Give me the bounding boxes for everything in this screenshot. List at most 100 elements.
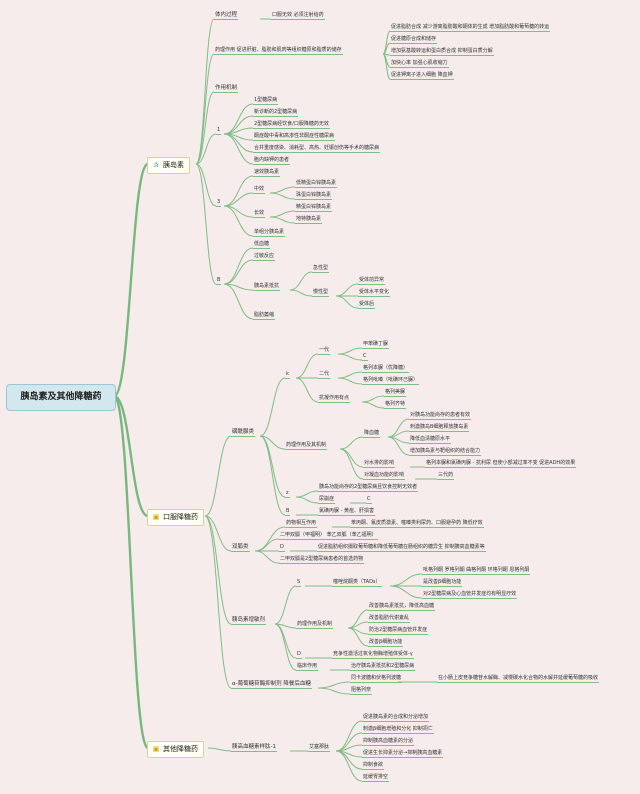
use-item[interactable]: 胞内缺钾的患者 [253,157,291,165]
z-item-value[interactable]: C [366,496,372,504]
node-s-label[interactable]: S [296,579,302,587]
node-mid[interactable]: 中效 [253,186,266,194]
node-sens-mech[interactable]: 药理作用及机制 [296,621,334,629]
gen2-item[interactable]: 格列本脲（优降糖） [362,365,410,373]
chronic-item[interactable]: 受体后 [358,301,376,309]
root-node[interactable]: 胰岛素及其他降糖药 [6,384,116,411]
use-item[interactable]: 合并重度感染、消耗型、高热、妊娠创伤等手术的糖尿病 [253,145,381,153]
big-item[interactable]: 二甲双胍（甲福明） 苯乙双胍（苯乙福明） [279,532,378,540]
pharm-item[interactable]: 加快心率 加强心肌收缩力 [390,60,449,68]
big-item[interactable]: 二甲双胍是2型糖尿病患者的首选药物 [279,556,365,564]
glp-item[interactable]: 延缓胃排空 [362,774,390,782]
long-item[interactable]: 地特胰岛素 [295,216,323,224]
sens-mech-item[interactable]: 改善胰岛素抵抗，降低高血糖 [368,603,436,611]
gen1-item[interactable]: 甲苯磺丁脲 [362,341,390,349]
node-glp-drug[interactable]: 艾塞那肽 [308,744,331,752]
glp-item[interactable]: 抑制胰高血糖素的分泌 [362,738,415,746]
use-item[interactable]: 2型糖尿病经饮食/口服降糖药无效 [253,121,330,129]
sens-mech-item[interactable]: 防治2型糖尿病血管并发症 [368,627,429,635]
coag-value[interactable]: 三代药 [437,472,455,480]
glp-item[interactable]: 促进生长抑素分泌→抑制胰高血糖素 [362,750,444,758]
agi-item[interactable]: 同卡波糖和伏格列波糖 [350,675,403,683]
node-sulfonyl[interactable]: 磺酰脲类 [231,429,256,437]
node-coag[interactable]: 对凝血功能的影响 [363,472,406,480]
node-hypoglyc[interactable]: 降血糖 [363,430,381,438]
pharm-item[interactable]: 增加氨基酸转运和蛋白质合成 抑制蛋白质分解 [390,48,494,56]
z-item[interactable]: 胰岛功能尚存的2型糖尿病且饮食控制无效者 [318,484,419,492]
agi-item[interactable]: 阻格列奈 [350,687,373,695]
node-mech[interactable]: 药理作用及其机制 [285,442,328,450]
node-type-label[interactable]: 3 [216,199,222,207]
node-long[interactable]: 长效 [253,210,266,218]
node-lipo[interactable]: 脂肪萎缩 [253,312,276,320]
node-gen2[interactable]: 二代 [318,371,331,379]
node-z-label[interactable]: z [285,490,290,498]
node-acute[interactable]: 急性型 [312,265,330,273]
node-sens-d[interactable]: D [296,651,302,659]
use-item[interactable]: 新诊断的2型糖尿病 [253,109,299,117]
big-mech-value[interactable]: 苯丙酮、氟皮质激素、噻嗪类利尿药、口服避孕药 降低疗效 [350,520,484,528]
node-fast[interactable]: 速效胰岛素 [253,169,281,177]
mid-item[interactable]: 珠蛋白锌胰岛素 [295,192,333,200]
node-oral-invalid[interactable]: 口服无效 必须注射给药 [271,12,325,20]
hypo-item[interactable]: 增加胰岛素与靶组织的结合能力 [409,448,482,456]
node-k-label[interactable]: k [285,371,290,379]
category-insulin[interactable]: ✰胰岛素 [147,157,190,174]
pharm-item[interactable]: 促进糖原合成和储存 [390,36,438,44]
agi-detail[interactable]: 在小肠上皮竞争糖苷水解酶、减慢碳水化合物的水解并延缓葡萄糖的吸收 [437,675,600,683]
diuresis-detail[interactable]: 格列本脲和氯磺丙脲 - 抗利尿 但使小部减过率不变 促进ADH的效果 [425,460,577,468]
node-clinic[interactable]: 临床作用 [296,663,319,671]
sens-d-item[interactable]: 竞争性激活过氧化物酶增殖体受体-γ [332,651,414,659]
z-item[interactable]: 尿崩症 [318,496,336,504]
node-diuresis[interactable]: 对水排的影响 [363,460,396,468]
category-other[interactable]: ▣其他降糖药 [147,741,204,758]
long-item[interactable]: 精蛋白锌胰岛素 [295,204,333,212]
sens-mech-item[interactable]: 改善脂肪代谢紊乱 [368,615,411,623]
node-chronic[interactable]: 慢性型 [312,289,330,297]
node-sensitizer[interactable]: 胰岛素增敏剂 [231,617,267,625]
gen1-item[interactable]: C [362,353,368,361]
node-premix[interactable]: 单组分胰岛素 [253,229,286,237]
node-use-label[interactable]: 1 [216,127,222,135]
glp-item[interactable]: 抑制食欲 [362,762,385,770]
node-allergy[interactable]: 过敏反应 [253,253,276,261]
chronic-item[interactable]: 受体水平变化 [358,289,391,297]
node-pharm[interactable]: 药理作用 促进肝脏、脂肪和肌肉等组织糖原和脂质的储存 [214,47,343,55]
big-d-value[interactable]: 促进脂肪组织摄取葡萄糖和降低葡萄糖在肠组织的糖异生 抑制胰高血糖素等 [317,544,486,552]
hypo-item[interactable]: 刺激胰岛B细胞释放胰岛素 [409,424,470,432]
node-feature[interactable]: 抗凝作用有点 [318,395,351,403]
glp-item[interactable]: 刺激β细胞增殖和分化 抑制凋亡 [362,726,434,734]
glp-item[interactable]: 促进胰岛素的合成和分泌增加 [362,714,430,722]
sens-mech-item[interactable]: 改善β细胞功能 [368,639,404,647]
node-b-label[interactable]: B [285,508,291,516]
pharm-item[interactable]: 促进钾离子进入细胞 降血钾 [390,72,454,80]
node-in-vivo[interactable]: 体内过程 [214,12,239,20]
node-agi[interactable]: α-葡萄糖苷酶抑制剂 降餐后血糖 [231,681,312,689]
clinic-value[interactable]: 治疗胰岛素抵抗和2型糖尿病 [350,663,416,671]
node-gen1[interactable]: 一代 [318,347,331,355]
tzd-item[interactable]: 对2型糖尿病及心血管并发症均有明显疗效 [422,591,518,599]
tzd-item[interactable]: 吡格列酮 罗格列酮 曲格列酮 环格列酮 恩格列酮 [422,567,531,575]
node-resist[interactable]: 胰岛素抵抗 [253,283,281,291]
mid-item[interactable]: 低精蛋白锌胰岛素 [295,180,338,188]
node-big-mech[interactable]: 药物相互作用 [285,520,318,528]
category-oral[interactable]: ▣口服降糖药 [147,509,204,526]
node-glp[interactable]: 胰高血糖素样肽-1 [231,744,277,752]
pharm-item[interactable]: 促进脂肪合成 减少游离脂肪酸和酮体的生成 增加脂肪酸和葡萄糖的转运 [390,24,551,32]
node-adverse-label[interactable]: B [216,277,222,285]
hypo-item[interactable]: 降低血清糖原水平 [409,436,452,444]
big-item[interactable]: D [279,544,285,552]
hypo-item[interactable]: 对胰岛功能尚存的患者有效 [409,412,472,420]
use-item[interactable]: 1型糖尿病 [253,97,279,105]
node-mechanism[interactable]: 作用机制 [214,85,239,93]
node-hypo[interactable]: 低血糖 [253,241,271,249]
feature-item[interactable]: 格列美脲 [384,389,407,397]
node-tzd[interactable]: 噻唑烷酮类（TADs） [332,579,382,587]
feature-item[interactable]: 格列齐特 [384,401,407,409]
gen2-item[interactable]: 格列吡嗪（吡磺环己脲） [362,377,420,385]
chronic-item[interactable]: 受体前异常 [358,277,386,285]
b-item[interactable]: 氯磺丙脲 - 黄疸、肝损害 [318,508,375,516]
node-biguanide[interactable]: 双胍类 [231,544,250,552]
use-item[interactable]: 酮症酸中毒和高渗性非酮症性糖尿病 [253,133,336,141]
tzd-item[interactable]: 是改善β细胞功能 [422,579,463,587]
